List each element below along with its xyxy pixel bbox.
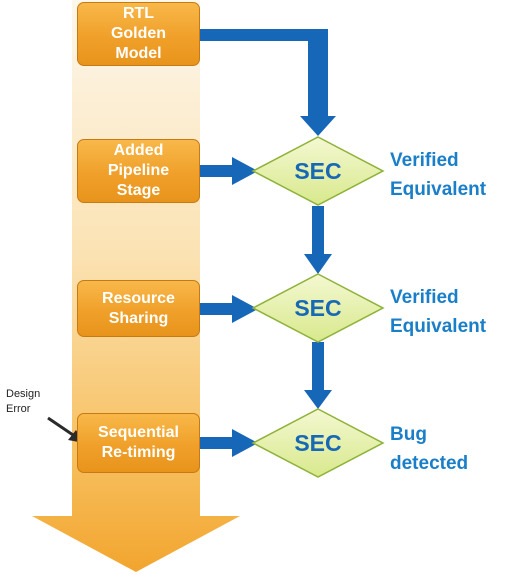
step-resource-sharing: Resource Sharing <box>77 280 200 337</box>
result-text-1: Verified Equivalent <box>390 150 487 200</box>
sec-label-2: SEC <box>294 295 342 321</box>
step-sequential-retiming: Sequential Re-timing <box>77 413 200 473</box>
sec-diamond-2 <box>251 273 385 343</box>
result-text-2: Verified Equivalent <box>390 287 487 337</box>
step-label: Added Pipeline Stage <box>107 142 170 199</box>
sec-label-1: SEC <box>294 158 342 184</box>
design-error-pointer <box>47 416 77 439</box>
sec-diamond-1 <box>251 136 385 206</box>
arrow-sharing-to-sec-2 <box>200 295 258 323</box>
step-label: Resource Sharing <box>102 289 175 327</box>
step-rtl-golden-model: RTL Golden Model <box>77 2 200 66</box>
arrow-pipeline-to-sec-1 <box>200 157 258 185</box>
sec-label-3: SEC <box>294 430 342 456</box>
arrow-retiming-to-sec-3 <box>200 429 258 457</box>
step-label: RTL Golden Model <box>110 5 167 62</box>
arrow-golden-to-sec-1 <box>200 29 336 136</box>
sec-diamond-3 <box>251 408 385 478</box>
arrow-sec-1-to-sec-2 <box>304 206 332 274</box>
result-text-3: Bug detected <box>390 424 469 474</box>
arrow-sec-2-to-sec-3 <box>304 342 332 409</box>
flow-connectors <box>200 29 336 457</box>
design-error-note: Design Error <box>6 388 41 415</box>
step-label: Sequential Re-timing <box>98 424 179 461</box>
step-added-pipeline-stage: Added Pipeline Stage <box>77 139 200 203</box>
